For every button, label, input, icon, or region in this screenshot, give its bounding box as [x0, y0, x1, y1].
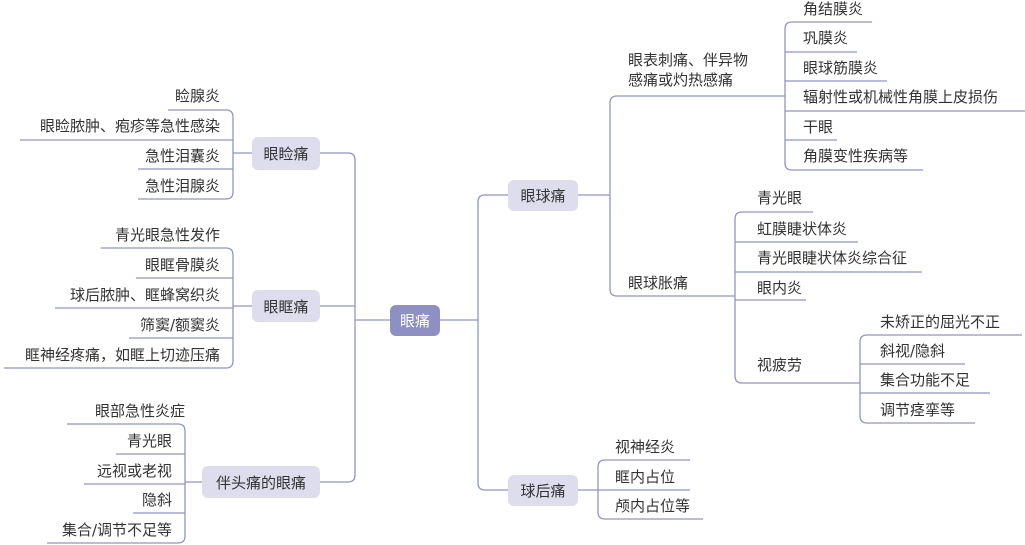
leaf: 眶神经疼痛，如眶上切迹压痛 — [24, 346, 220, 364]
leaf: 巩膜炎 — [803, 29, 849, 47]
leaf: 青光眼睫状体炎综合征 — [757, 249, 908, 267]
leaf: 角结膜炎 — [803, 0, 864, 18]
node-eyeball-pain[interactable]: 眼球痛 — [508, 180, 578, 211]
leaf: 球后脓肿、眶蜂窝织炎 — [69, 286, 220, 304]
leaf: 筛窦/额窦炎 — [139, 316, 220, 334]
leaf: 斜视/隐斜 — [880, 342, 946, 360]
leaf: 眼眶骨膜炎 — [144, 256, 220, 274]
leaf: 集合功能不足 — [880, 371, 971, 389]
leaf: 隐斜 — [141, 491, 172, 509]
leaf: 干眼 — [803, 118, 834, 136]
leaf: 未矫正的屈光不正 — [880, 313, 1001, 331]
node-eyelid-pain[interactable]: 眼睑痛 — [252, 137, 320, 170]
leaf: 青光眼急性发作 — [114, 226, 220, 244]
leaf: 集合/调节不足等 — [61, 521, 172, 539]
leaf: 眼睑脓肿、疱疹等急性感染 — [39, 117, 220, 135]
branch-surface-pain-line2: 感痛或灼热感痛 — [628, 71, 734, 89]
leaf: 急性泪囊炎 — [144, 147, 220, 165]
node-headache-eye-pain[interactable]: 伴头痛的眼痛 — [202, 466, 320, 498]
node-orbital-pain[interactable]: 眼眶痛 — [252, 290, 320, 322]
leaf: 调节痉挛等 — [880, 401, 956, 419]
leaf: 睑腺炎 — [174, 87, 220, 105]
leaf: 颅内占位等 — [615, 497, 691, 515]
leaf: 辐射性或机械性角膜上皮损伤 — [803, 88, 999, 106]
branch-surface-pain-line1: 眼表刺痛、伴异物 — [628, 51, 749, 69]
branch-distension-pain: 眼球胀痛 — [628, 274, 689, 292]
leaf: 眼内炎 — [757, 279, 803, 297]
root-node[interactable]: 眼痛 — [390, 305, 440, 336]
leaf: 角膜变性疾病等 — [803, 147, 909, 165]
leaf: 眼球筋膜炎 — [803, 59, 879, 77]
leaf: 青光眼 — [126, 432, 172, 450]
leaf: 急性泪腺炎 — [144, 177, 220, 195]
leaf: 虹膜睫状体炎 — [757, 220, 848, 238]
leaf: 眶内占位 — [615, 468, 676, 486]
leaf: 远视或老视 — [96, 462, 172, 480]
leaf: 眼部急性炎症 — [94, 402, 185, 420]
node-retrobulbar-pain[interactable]: 球后痛 — [508, 475, 578, 506]
branch-asthenopia: 视疲劳 — [757, 356, 803, 374]
leaf: 视神经炎 — [615, 438, 676, 456]
leaf: 青光眼 — [757, 189, 803, 207]
